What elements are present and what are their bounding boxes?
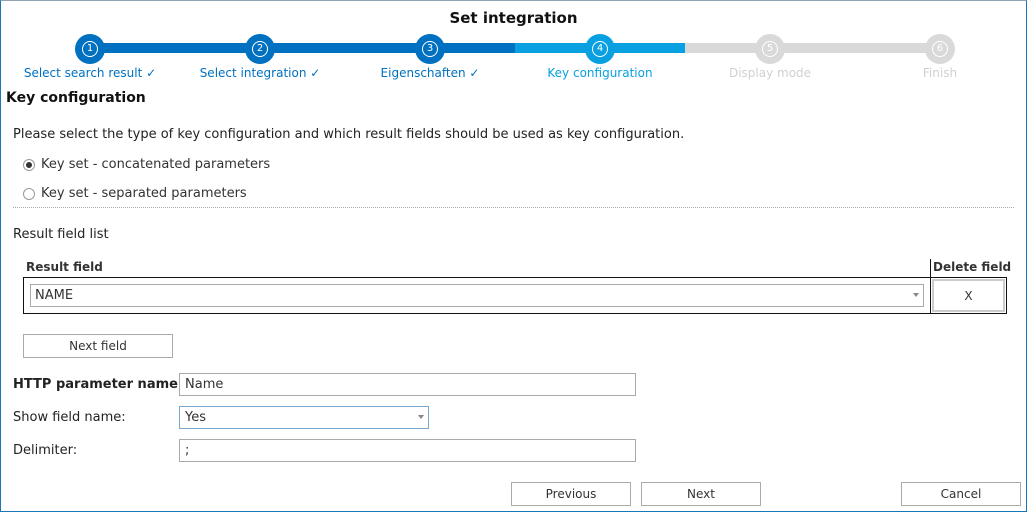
result-field-select[interactable]: NAME [30,284,924,307]
show-field-name-select[interactable]: Yes [179,406,429,429]
step-label: Select integration ✓ [199,66,321,80]
next-field-button[interactable]: Next field [23,334,173,358]
delimiter-label: Delimiter: [13,443,78,458]
step-circle: 2 [245,34,275,64]
divider [13,207,1014,208]
step-circle: 6 [925,34,955,64]
show-field-name-label: Show field name: [13,410,126,425]
chevron-down-icon [913,293,919,297]
step-label: Key configuration [547,66,653,80]
step-3[interactable]: 3 Eigenschaften ✓ [345,34,515,80]
radio-concatenated[interactable]: Key set - concatenated parameters [23,157,270,172]
radio-button[interactable] [23,187,35,200]
cancel-button[interactable]: Cancel [901,482,1021,506]
next-button[interactable]: Next [641,482,761,506]
dialog-title: Set integration [449,9,578,27]
step-circle: 4 [585,34,615,64]
table-row [23,277,1007,314]
step-circle: 1 [75,34,105,64]
radio-label: Key set - concatenated parameters [41,157,271,172]
chevron-down-icon [418,415,424,419]
step-label: Display mode [728,66,812,80]
step-4[interactable]: 4 Key configuration [515,34,685,80]
step-6: 6 Finish [855,34,1025,80]
radio-label: Key set - separated parameters [41,186,247,201]
column-header-delete-field: Delete field [933,260,1012,274]
step-2[interactable]: 2 Select integration ✓ [175,34,345,80]
http-parameter-label: HTTP parameter name: [13,377,184,392]
delete-field-button[interactable]: X [932,279,1005,312]
previous-button[interactable]: Previous [511,482,631,506]
step-label: Eigenschaften ✓ [380,66,480,80]
step-label: Finish [922,66,958,80]
step-label: Select search result ✓ [23,66,157,80]
section-title: Key configuration [6,90,146,106]
http-parameter-input[interactable]: Name [179,373,636,396]
wizard-stepper: 1 Select search result ✓ 2 Select integr… [0,34,1027,84]
step-1[interactable]: 1 Select search result ✓ [5,34,175,80]
step-circle: 5 [755,34,785,64]
step-5: 5 Display mode [685,34,855,80]
column-header-result-field: Result field [26,260,103,274]
intro-text: Please select the type of key configurat… [13,127,685,142]
radio-separated[interactable]: Key set - separated parameters [23,186,247,201]
delimiter-input[interactable]: ; [179,439,636,462]
progress-bar-done [90,43,515,53]
column-divider [930,259,931,314]
progress-bar-todo [685,43,940,53]
result-field-list-label: Result field list [13,227,109,242]
radio-button-checked[interactable] [23,158,35,171]
step-circle: 3 [415,34,445,64]
